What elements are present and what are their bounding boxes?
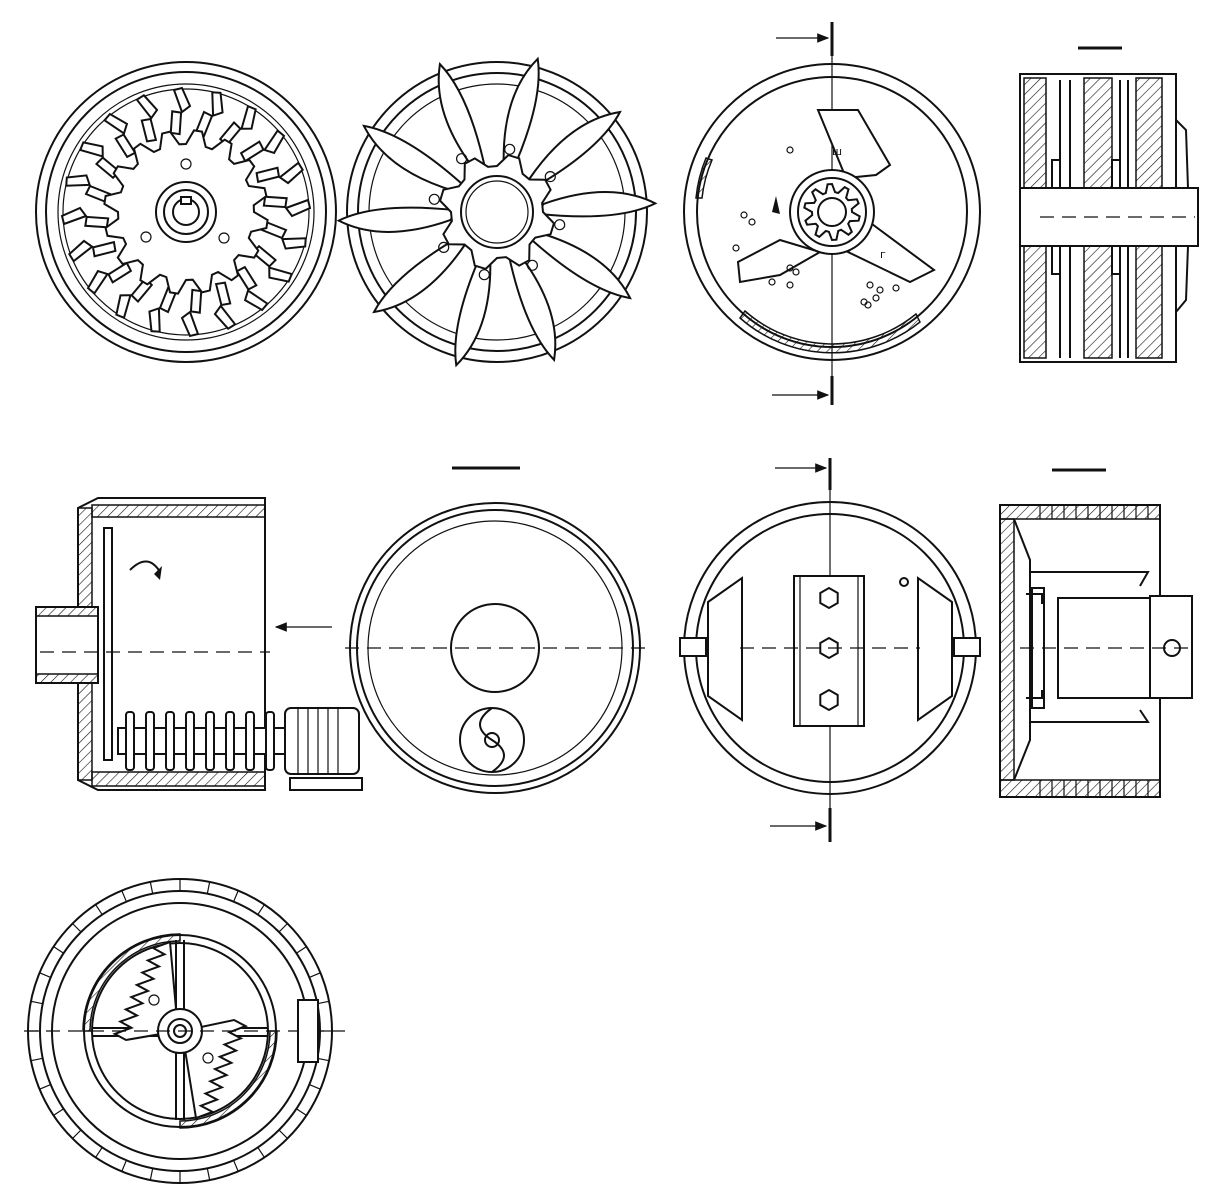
slot [86,240,117,295]
figure-2-vaned-disc [336,56,658,368]
vane [529,110,622,192]
figure-7-drum-hex-bar [679,458,981,842]
slot [214,281,269,312]
figure-8-section-bracket [999,468,1193,798]
slot [78,133,137,159]
gear-hub [103,129,269,295]
splined-hub [438,153,556,271]
vane [526,231,632,300]
vane [336,206,460,233]
vane [437,61,488,176]
slot [103,112,158,143]
figure-6-drum-front [345,466,645,794]
hex-nuts [819,586,839,712]
paddles [125,711,275,771]
slot [239,104,265,163]
vane [372,232,465,314]
slot [262,161,304,209]
particles [732,146,900,309]
figure-1-slotted-disc [35,61,337,363]
toothed-blade-upper [112,940,180,1042]
gear-hub [803,182,861,242]
slot [235,265,294,291]
slot [135,94,183,136]
vane [362,124,468,193]
vane [506,248,557,363]
figure-5-drum-side [35,497,363,791]
figure-3-three-blade-rotor: ш г [683,22,981,405]
slot [172,86,214,138]
figure-9-toothed-rotor [24,878,345,1184]
slot [158,286,200,338]
figure-4-section [1019,46,1199,363]
label-sh: ш [832,145,842,158]
vane [534,191,658,218]
ribs [1039,505,1149,797]
slot [68,215,110,263]
slot [130,277,161,333]
slot [107,261,133,320]
hub-holes [428,143,566,281]
label-g: г [880,248,886,261]
rotor-blade-top [816,109,892,180]
slot [189,288,237,330]
slot [255,129,286,184]
